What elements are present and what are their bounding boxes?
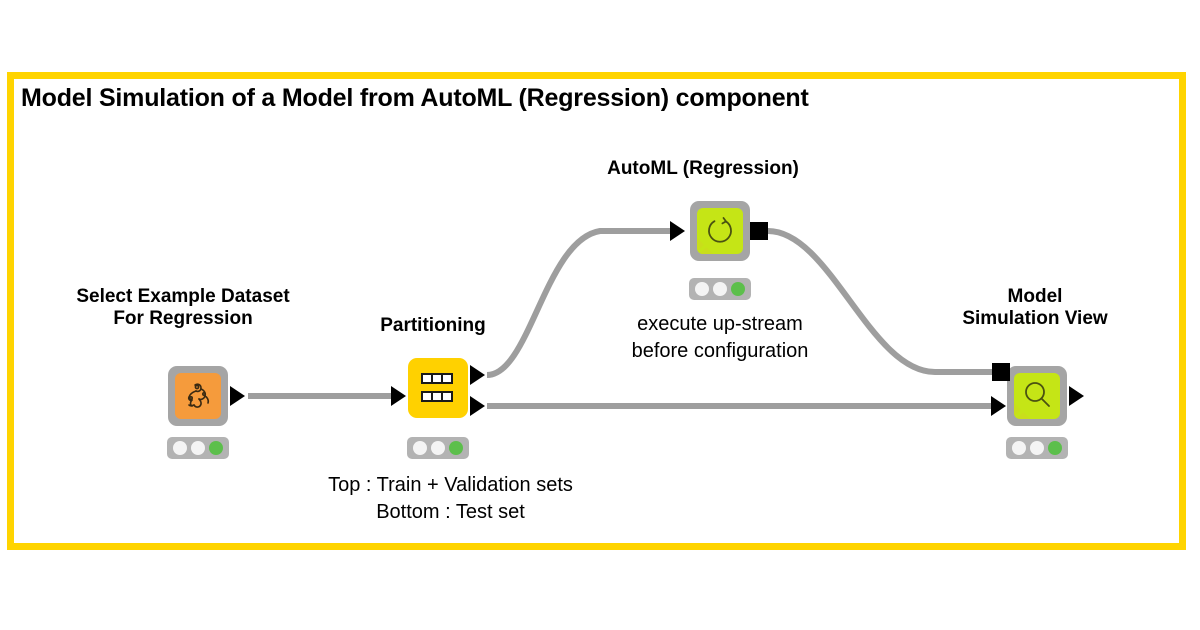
node-tile bbox=[408, 358, 468, 418]
annotation-automl-note: execute up-stream before configuration bbox=[631, 313, 809, 362]
input-port-table[interactable] bbox=[670, 221, 685, 241]
input-port-table[interactable] bbox=[391, 386, 406, 406]
node-label-automl-regression: AutoML (Regression) bbox=[607, 158, 799, 179]
loop-refresh-icon bbox=[697, 208, 743, 254]
workflow-title: Model Simulation of a Model from AutoML … bbox=[21, 84, 809, 112]
status-dot-executed bbox=[209, 441, 223, 455]
node-label-model-simulation-view: Model Simulation View bbox=[962, 286, 1108, 330]
status-dot-idle bbox=[695, 282, 709, 296]
status-dot-configured bbox=[191, 441, 205, 455]
status-dot-executed bbox=[731, 282, 745, 296]
status-dot-idle bbox=[173, 441, 187, 455]
status-bar-partitioning bbox=[407, 437, 469, 459]
output-port-view[interactable] bbox=[1069, 386, 1084, 406]
input-port-model[interactable] bbox=[992, 363, 1010, 381]
dataset-icon bbox=[175, 373, 221, 419]
status-dot-idle bbox=[413, 441, 427, 455]
node-label-partitioning: Partitioning bbox=[380, 315, 486, 336]
node-automl-regression[interactable] bbox=[670, 201, 768, 261]
output-port-second-partition[interactable] bbox=[470, 396, 485, 416]
status-dot-executed bbox=[1048, 441, 1062, 455]
annotation-partitioning-note: Top : Train + Validation sets Bottom : T… bbox=[328, 474, 573, 523]
output-port-table[interactable] bbox=[230, 386, 245, 406]
node-frame bbox=[690, 201, 750, 261]
node-select-example-dataset[interactable] bbox=[168, 366, 245, 426]
node-label-select-example-dataset: Select Example Dataset For Regression bbox=[76, 286, 290, 330]
node-model-simulation-view[interactable] bbox=[991, 363, 1084, 426]
magnifier-icon bbox=[1014, 373, 1060, 419]
status-bar-model-simulation-view bbox=[1006, 437, 1068, 459]
status-bar-automl-regression bbox=[689, 278, 751, 300]
table-split-icon bbox=[415, 365, 461, 411]
status-dot-configured bbox=[1030, 441, 1044, 455]
status-bar-select-example-dataset bbox=[167, 437, 229, 459]
status-dot-configured bbox=[713, 282, 727, 296]
output-port-model[interactable] bbox=[750, 222, 768, 240]
status-dot-idle bbox=[1012, 441, 1026, 455]
status-dot-configured bbox=[431, 441, 445, 455]
output-port-first-partition[interactable] bbox=[470, 365, 485, 385]
node-frame bbox=[168, 366, 228, 426]
node-partitioning[interactable] bbox=[391, 358, 485, 418]
input-port-table[interactable] bbox=[991, 396, 1006, 416]
node-frame bbox=[1007, 366, 1067, 426]
status-dot-executed bbox=[449, 441, 463, 455]
